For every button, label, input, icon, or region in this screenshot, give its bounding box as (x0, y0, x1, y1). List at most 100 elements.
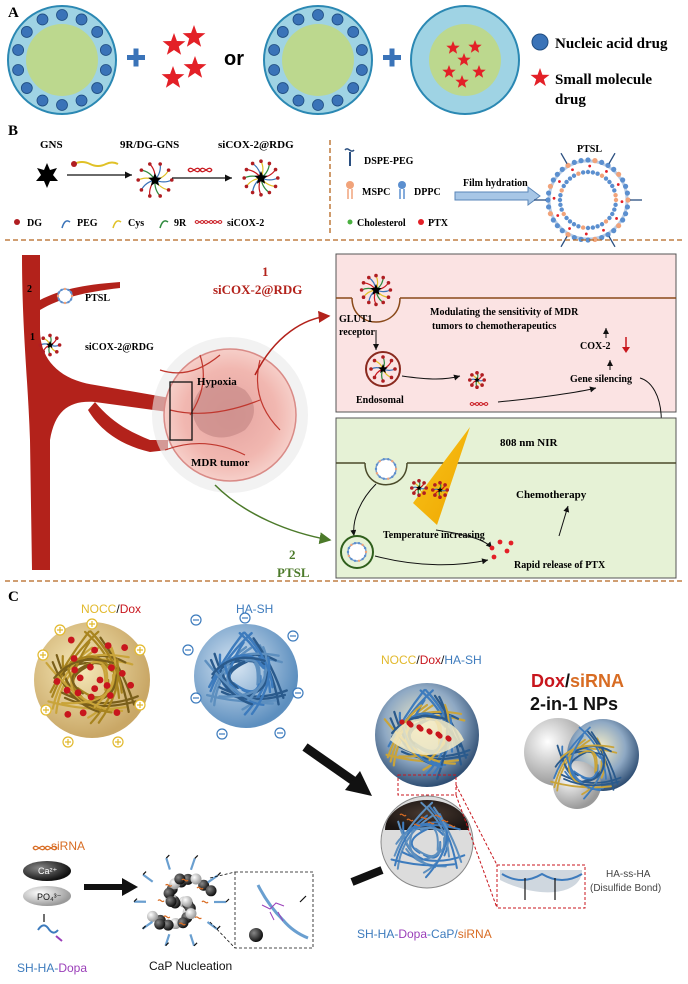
nir-label: 808 nm NIR (500, 437, 559, 449)
gold-nanostar-icon (38, 333, 62, 357)
liposome-small-molecule (410, 5, 520, 115)
plus-icon (127, 48, 145, 67)
sicox-mechanism-box: GLUT1 receptor Modulating the sensitivit… (335, 253, 677, 413)
liposome-icon (56, 287, 74, 305)
arrow-icon (401, 374, 461, 381)
disulfide-label: (Disulfide Bond) (590, 883, 661, 894)
gold-nanostar-icon (136, 162, 174, 198)
arrow-icon (497, 386, 597, 403)
rapid-release-label: Rapid release of PTX (514, 560, 606, 571)
two-in-one-cluster (524, 718, 639, 809)
liposome-nucleic-2 (263, 5, 373, 115)
arrow-icon (374, 555, 489, 566)
arrow-icon (350, 483, 377, 537)
panel-b-legend: DG PEG Cys 9R siCOX-2 (14, 218, 264, 229)
arrow-icon (454, 186, 541, 206)
ca-ion-icon (23, 861, 71, 881)
mdr-tumor-label: MDR tumor (191, 457, 249, 469)
panel-b-label: B (8, 123, 18, 139)
temperature-label: Temperature increasing (383, 530, 485, 541)
ptsl-formulation: DSPE-PEG MSPC DPPC Cholesterol PTX Film … (344, 144, 642, 248)
two-in-one-label: Dox/siRNA (531, 671, 624, 691)
cap-sirna-nanoparticle (380, 795, 474, 889)
cholesterol-label: Cholesterol (357, 218, 406, 229)
legend-sicox: siCOX-2 (227, 218, 264, 229)
film-hydration-label: Film hydration (463, 178, 528, 189)
arrow-icon (435, 529, 493, 549)
glut1-label: GLUT1 (339, 314, 372, 325)
ptx-label: PTX (428, 218, 449, 229)
chemotherapy-label: Chemotherapy (516, 489, 587, 501)
panel-a: A or (7, 5, 668, 115)
star-icon (161, 25, 207, 88)
legend-cys: Cys (128, 218, 144, 229)
legend-nucleic: Nucleic acid drug (555, 36, 668, 52)
arrow-icon (558, 505, 570, 537)
legend-small-molecule-line2: drug (555, 92, 586, 108)
ptx-dots (489, 539, 514, 560)
ca-label: Ca²⁺ (38, 866, 58, 876)
cap-nucleation-cluster (133, 854, 230, 947)
panel-c-label: C (8, 589, 19, 605)
ptsl-title: PTSL (577, 144, 602, 155)
blue-dot-icon (531, 33, 549, 51)
receptor-label: receptor (339, 327, 375, 338)
sh-ha-dopa-cap-label: SH-HA-Dopa-CaP/siRNA (357, 927, 492, 941)
endosomal-label: Endosomal (356, 395, 404, 406)
liposome-icon (534, 152, 642, 248)
arrow-icon (214, 484, 332, 545)
ha-sh-nanoparticle (182, 612, 304, 740)
star-icon (530, 68, 550, 87)
panel-a-legend: Nucleic acid drug Small molecule drug (530, 33, 668, 108)
tumor-icon (152, 337, 308, 493)
panel-a-label: A (8, 5, 19, 21)
plus-icon (383, 48, 401, 67)
sicox-rdg-label: siCOX-2@RDG (218, 139, 294, 151)
legend-dg: DG (27, 218, 42, 229)
po4-label: PO₄³⁻ (37, 892, 62, 902)
dg-icon (14, 219, 20, 225)
cap-nucleation-label: CaP Nucleation (149, 959, 232, 973)
vessel-rdg-label: siCOX-2@RDG (85, 342, 154, 353)
nocc-dox-hash-label: NOCC/Dox/HA-SH (381, 653, 482, 667)
route1-name: siCOX-2@RDG (213, 282, 302, 297)
vessel-ptsl-label: PTSL (85, 293, 110, 304)
gold-nanostar-icon (242, 159, 280, 197)
blue-dot-icon (12, 9, 112, 111)
legend-peg: PEG (77, 218, 98, 229)
sirna-legend: siRNA (32, 839, 85, 853)
arrow-icon (302, 743, 358, 786)
nocc-dox-label: NOCC/Dox (81, 602, 141, 616)
po4-ion-icon (23, 886, 71, 906)
dppc-label: DPPC (414, 187, 441, 198)
nocc-dox-nanoparticle (34, 618, 150, 748)
blood-vessel (22, 255, 170, 570)
arrow-icon (350, 866, 384, 886)
gold-nanostar-icon (36, 163, 58, 188)
or-text: or (224, 48, 244, 70)
arrow-icon (254, 310, 331, 376)
panel-b: B GNS 9R/DG-GNS siCOX-2@RDG DG PEG Cys 9… (5, 123, 682, 582)
panel-c: C NOCC/Dox HA-SH NOCC/Dox/HA-SH (8, 589, 661, 975)
sh-ha-dopa-label: SH-HA-Dopa (17, 961, 87, 975)
two-in-one-label-2: 2-in-1 NPs (530, 694, 618, 714)
ligand-chain (73, 161, 119, 167)
modulating-line2: tumors to chemotherapeutics (432, 321, 557, 332)
legend-small-molecule: Small molecule (555, 72, 652, 88)
legend-9r: 9R (174, 218, 187, 229)
mspc-label: MSPC (362, 187, 390, 198)
route1-num: 1 (262, 264, 269, 279)
combined-nanoparticle (375, 683, 479, 787)
gns-label: GNS (40, 139, 63, 151)
dspe-peg-label: DSPE-PEG (364, 156, 414, 167)
vessel-num-1: 1 (30, 332, 35, 343)
cox2-label: COX-2 (580, 341, 611, 352)
route2-name: PTSL (277, 565, 310, 580)
vessel-num-2: 2 (27, 284, 32, 295)
ptsl-mechanism-box: 808 nm NIR Temperature increasing Chemot… (335, 417, 677, 579)
down-arrow-icon (622, 347, 630, 353)
ha-ss-ha-label: HA-ss-HA (606, 869, 651, 880)
sirna-label: siRNA (51, 839, 85, 853)
liposome-nucleic-1 (7, 5, 117, 115)
